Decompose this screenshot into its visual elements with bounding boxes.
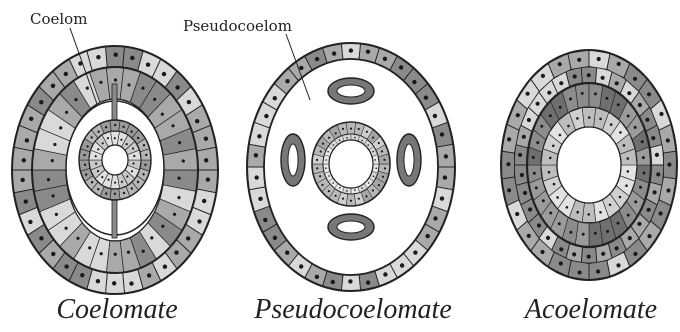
pseudocoelomate-caption: Pseudocoelomate (253, 294, 452, 325)
pseudocoelomate-muscle-right (397, 134, 421, 186)
acoelomate-figure (501, 50, 677, 280)
pseudocoelomate-figure (247, 43, 455, 291)
coelomate-figure (12, 46, 218, 294)
coelomate-mesentery-top (112, 84, 117, 124)
pseudocoelomate-muscle-left (281, 134, 305, 186)
coelomate-caption: Coelomate (56, 294, 177, 325)
pseudocoelom-label: Pseudocoelom (183, 17, 292, 35)
coelom-label: Coelom (30, 10, 87, 28)
pseudocoelomate-muscle-bottom (328, 214, 374, 240)
pseudocoelomate-muscle-top (328, 78, 374, 104)
acoelomate-caption: Acoelomate (523, 294, 657, 325)
coelomate-mesentery-bottom (112, 198, 117, 238)
coelomate-gut (79, 120, 151, 200)
pseudocoelomate-gut (312, 122, 390, 206)
acoelomate-gut-lumen (557, 127, 621, 203)
